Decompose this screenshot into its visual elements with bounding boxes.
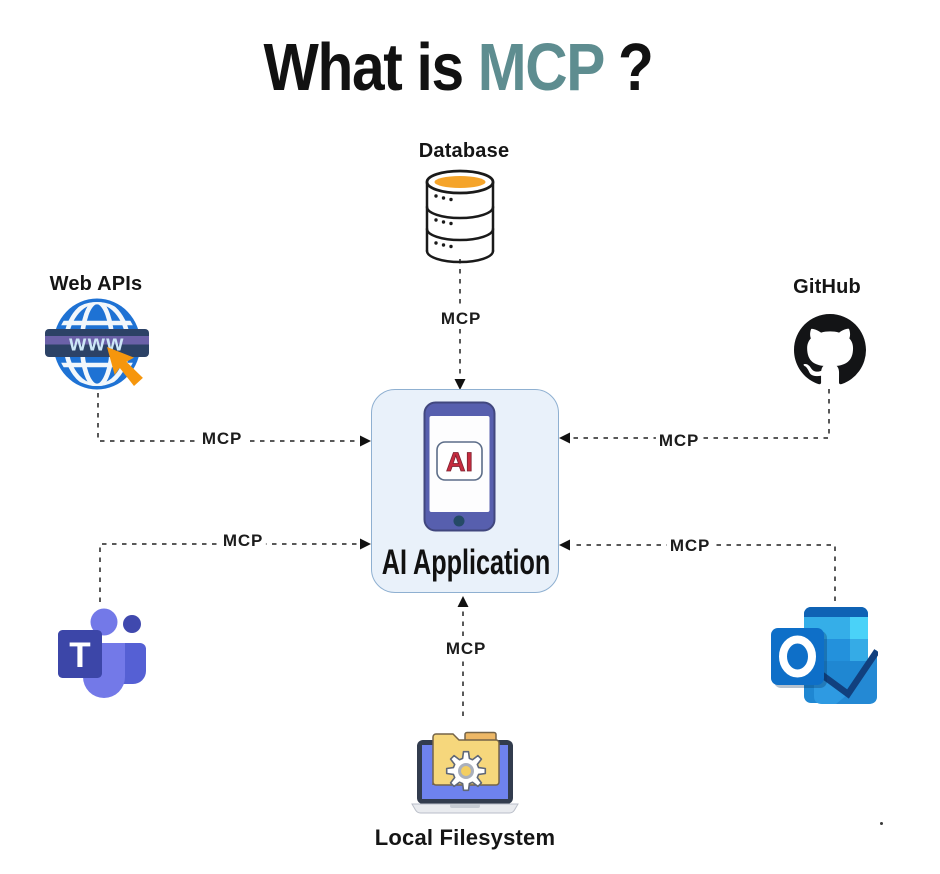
svg-text:AI: AI [446, 447, 473, 477]
svg-text:T: T [69, 636, 90, 675]
